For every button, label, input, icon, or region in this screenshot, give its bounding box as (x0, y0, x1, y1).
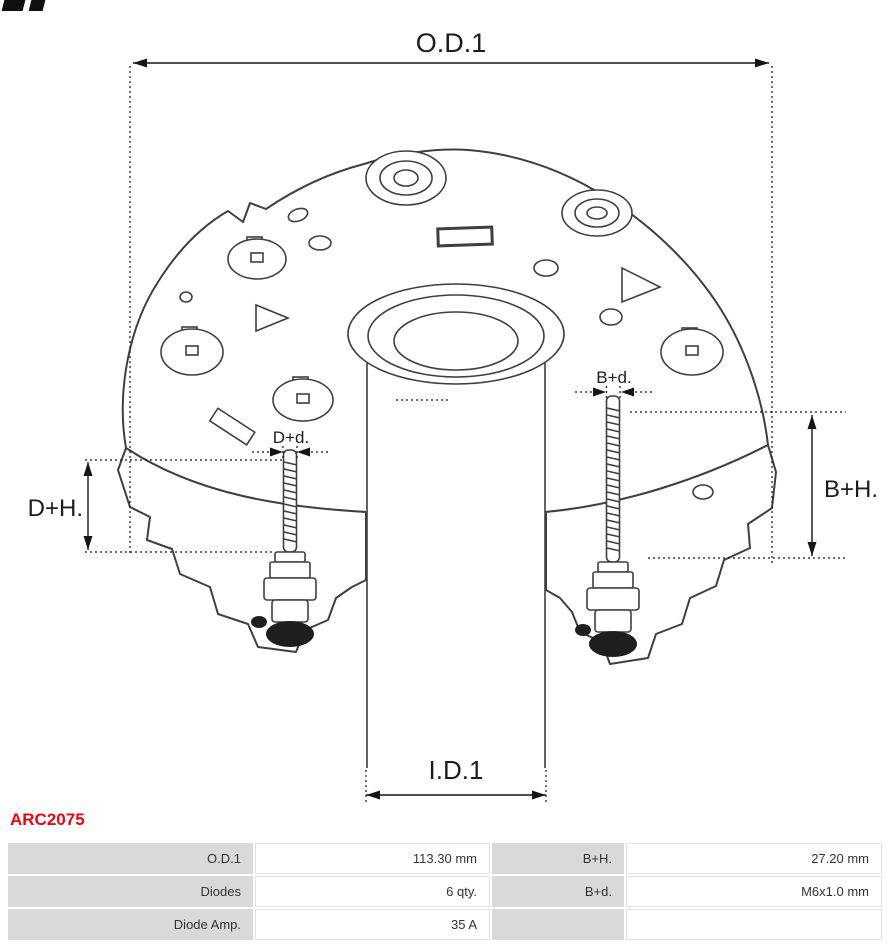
dh-dim-label: D+H. (28, 495, 83, 522)
spec-table: O.D.1 113.30 mm B+H. 27.20 mm Diodes 6 q… (8, 843, 882, 940)
mounting-holes (179, 207, 714, 500)
bh-dim-label: B+H. (824, 476, 878, 503)
spec-value-cell: 6 qty. (255, 876, 490, 907)
diode-2 (160, 326, 224, 376)
dim-dh-annotation: D+H. (28, 459, 283, 553)
diode-3 (660, 327, 724, 376)
spec-value-cell: 113.30 mm (255, 843, 490, 874)
spec-label-cell (492, 909, 624, 940)
spec-label-cell: B+d. (492, 876, 624, 907)
rivet-top-left (365, 150, 447, 206)
rectifier-body (117, 148, 777, 768)
rivet-top-right (561, 189, 633, 237)
dim-od1-annotation: O.D.1 (129, 28, 773, 566)
dim-bh-annotation: B+H. (630, 411, 878, 559)
spec-label-cell: B+H. (492, 843, 624, 874)
part-number: ARC2075 (10, 810, 85, 829)
od1-dim-label: O.D.1 (416, 28, 487, 58)
angled-slot (208, 407, 256, 446)
stamped-arrow-left (255, 303, 291, 333)
right-terminal-stud (575, 395, 640, 657)
dim-bd-annotation: B+d. (575, 368, 652, 398)
spec-label-cell: Diode Amp. (8, 909, 253, 940)
diode-4 (272, 376, 334, 422)
spec-label-cell: Diodes (8, 876, 253, 907)
dd-dim-label: D+d. (273, 428, 309, 447)
central-collar (347, 283, 565, 401)
left-terminal-stud (251, 449, 317, 647)
bd-dim-label: B+d. (596, 368, 631, 387)
spec-value-cell: 27.20 mm (626, 843, 882, 874)
rectifier-technical-diagram: O.D.1 D+H. B+H. D+d. (28, 28, 878, 803)
connector-slot (436, 225, 494, 248)
spec-value-cell (626, 909, 882, 940)
central-bore-tube (366, 363, 546, 768)
dim-dd-annotation: D+d. (252, 428, 328, 458)
spec-label-cell: O.D.1 (8, 843, 253, 874)
id1-dim-label: I.D.1 (429, 755, 484, 785)
stamped-arrow-right (621, 266, 662, 304)
spec-value-cell: 35 A (255, 909, 490, 940)
dim-id1-annotation: I.D.1 (365, 755, 547, 803)
diode-1 (227, 236, 287, 280)
spec-value-cell: M6x1.0 mm (626, 876, 882, 907)
